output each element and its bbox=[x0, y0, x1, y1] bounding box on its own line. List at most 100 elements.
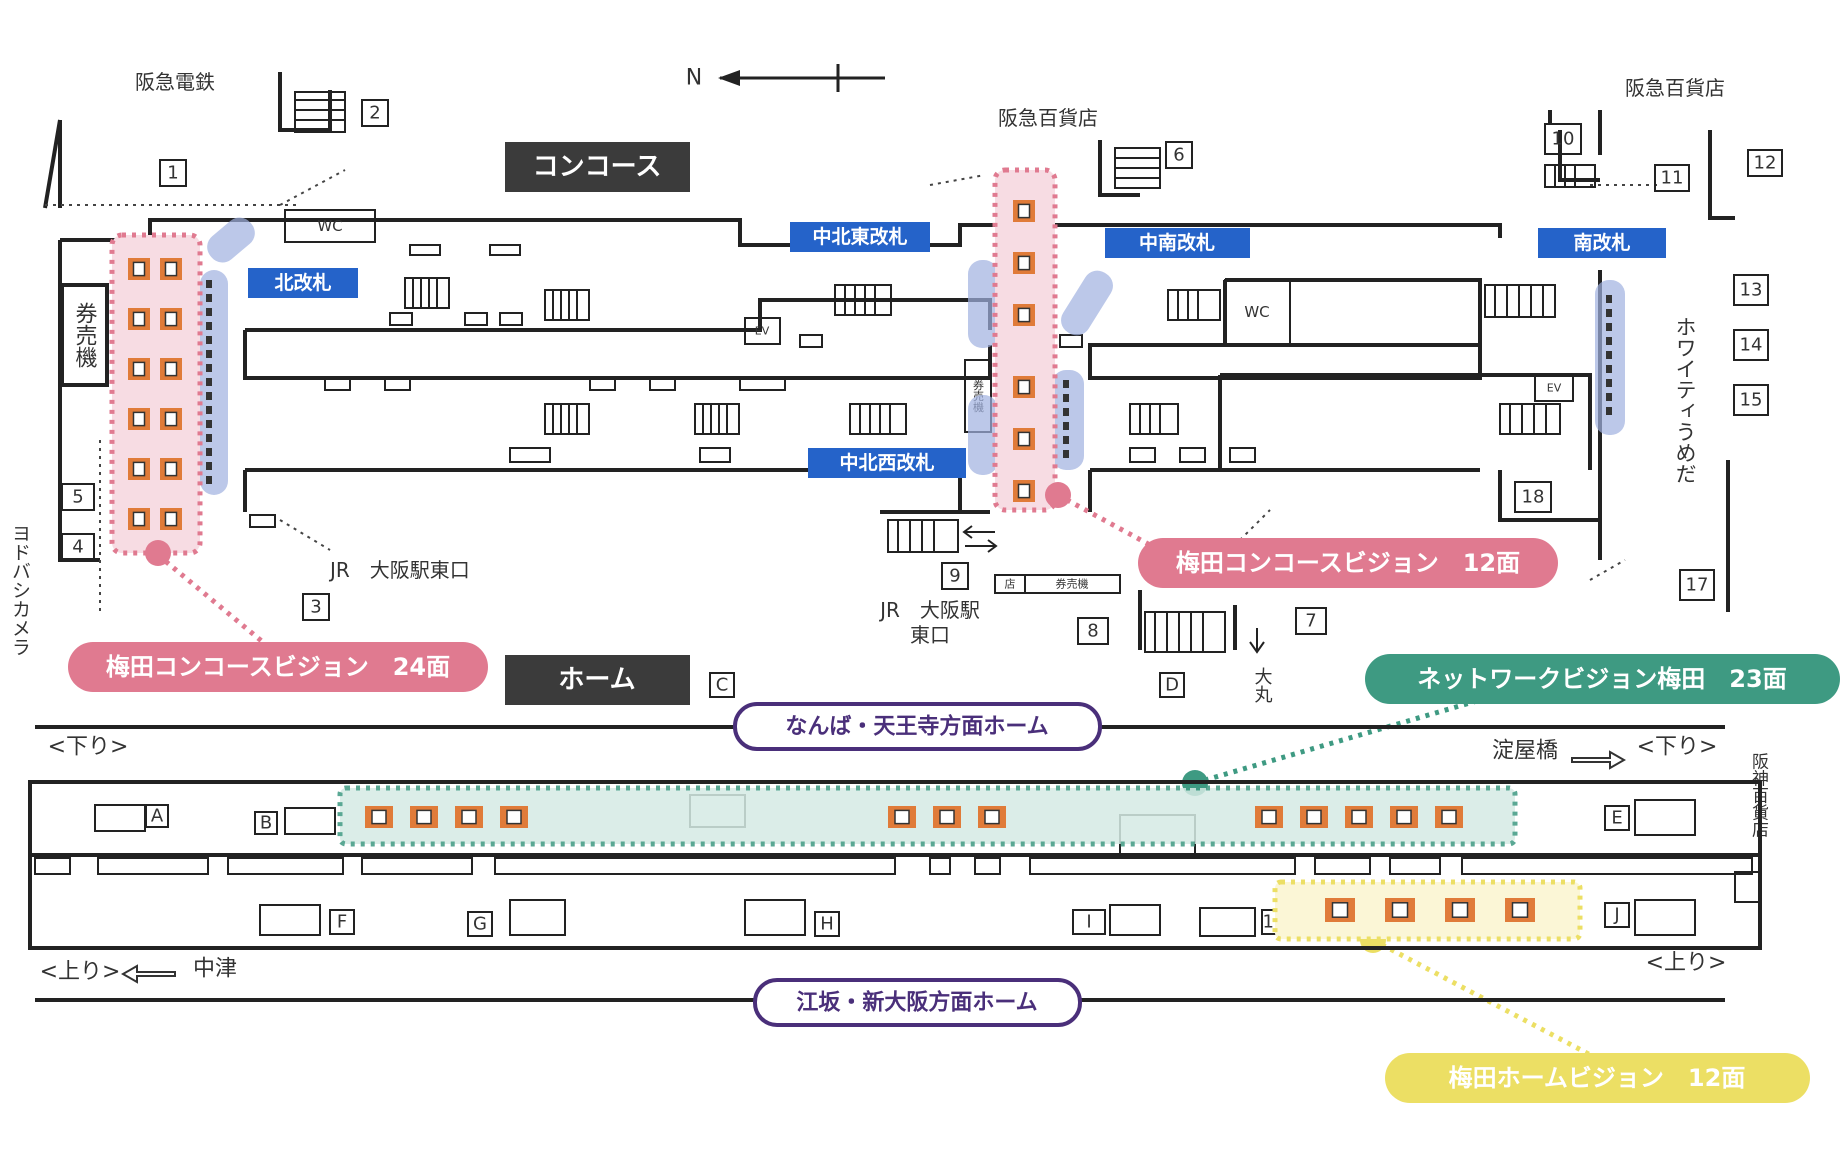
yodoyabashi-label: 淀屋橋 bbox=[1492, 739, 1558, 764]
stair-4 bbox=[694, 403, 740, 435]
legend-home-12: 梅田ホームビジョン 12面 bbox=[1385, 1053, 1810, 1103]
network-screen-frame bbox=[506, 809, 522, 825]
svg-text:中南改札: 中南改札 bbox=[1139, 231, 1215, 254]
stair-3 bbox=[544, 403, 590, 435]
network-screen-frame bbox=[1351, 809, 1367, 825]
home-screen-frame bbox=[1451, 902, 1469, 918]
concourse-vision-12-screens bbox=[1013, 200, 1035, 502]
yodobashi-label: ヨドバシカメラ bbox=[9, 524, 31, 657]
concourse-screen-frame bbox=[1017, 483, 1031, 499]
svg-text:B: B bbox=[260, 813, 272, 834]
svg-text:F: F bbox=[337, 912, 347, 933]
network-screen-frame bbox=[894, 809, 910, 825]
pillars bbox=[249, 244, 1256, 528]
direction-down-left: <下り> bbox=[48, 735, 129, 760]
network-vision-23-screens bbox=[365, 806, 1463, 828]
exit-5: 5 bbox=[61, 483, 95, 511]
facilities: WC WC EV EV 店 券売機 券売機 bbox=[284, 209, 1574, 594]
gate-naka-south: 中南改札 bbox=[1105, 228, 1250, 258]
svg-text:15: 15 bbox=[1740, 390, 1763, 411]
platform-exit-j: J bbox=[1604, 902, 1630, 928]
svg-text:C: C bbox=[716, 675, 729, 696]
gate-naka-north-west: 中北西改札 bbox=[808, 448, 966, 478]
nakatsu-label: 中津 bbox=[193, 957, 237, 982]
platform-exit-f: F bbox=[329, 909, 355, 935]
direction-arrows bbox=[962, 525, 1265, 654]
concourse-screen-frame bbox=[132, 361, 146, 377]
gate-south: 南改札 bbox=[1538, 228, 1666, 258]
stair-12 bbox=[1144, 611, 1226, 653]
concourse-screen-frame bbox=[132, 511, 146, 527]
svg-text:J: J bbox=[1613, 905, 1619, 926]
platform-title: ホーム bbox=[558, 665, 635, 695]
svg-text:9: 9 bbox=[949, 566, 960, 587]
hankyu-railway-label: 阪急電鉄 bbox=[135, 70, 215, 94]
wc-label-left: WC bbox=[317, 217, 342, 235]
network-screen-frame bbox=[984, 809, 1000, 825]
platform-lower-label: 江坂・新大阪方面ホーム bbox=[753, 978, 1082, 1027]
concourse-vision-24-screens bbox=[128, 258, 182, 530]
home-vision-12-zone bbox=[1272, 879, 1583, 942]
stair-2 bbox=[544, 289, 590, 321]
network-screen-frame bbox=[371, 809, 387, 825]
svg-text:18: 18 bbox=[1522, 487, 1545, 508]
svg-text:江坂・新大阪方面ホーム: 江坂・新大阪方面ホーム bbox=[796, 990, 1037, 1016]
svg-text:D: D bbox=[1165, 675, 1179, 696]
home-screen-frame bbox=[1511, 902, 1529, 918]
svg-text:北改札: 北改札 bbox=[274, 271, 331, 294]
direction-down-right: <下り> bbox=[1637, 735, 1718, 760]
platform-upper-label: なんば・天王寺方面ホーム bbox=[733, 702, 1102, 751]
concourse-vision-12-zone bbox=[992, 167, 1058, 513]
stair-7 bbox=[1129, 403, 1179, 435]
concourse-screen-frame bbox=[164, 261, 178, 277]
direction-up-left: <上り> bbox=[40, 960, 121, 985]
platform-exit-i: I bbox=[1072, 909, 1106, 935]
network-screen-frame bbox=[1306, 809, 1322, 825]
network-screen-frame bbox=[1261, 809, 1277, 825]
concourse-screen-frame bbox=[1017, 255, 1031, 271]
platform-directions: <下り> <下り> <上り> <上り> 淀屋橋 中津 bbox=[40, 735, 1727, 985]
exit-14: 14 bbox=[1733, 329, 1769, 361]
platform-header: ホーム bbox=[505, 655, 690, 705]
ticket-machine: 券売機 bbox=[60, 283, 109, 387]
wc-room-right bbox=[1224, 279, 1291, 346]
legend-network-23: ネットワークビジョン梅田 23面 bbox=[1365, 654, 1840, 704]
svg-text:南改札: 南改札 bbox=[1573, 231, 1630, 254]
network-screen-frame bbox=[416, 809, 432, 825]
north-compass: N bbox=[686, 64, 885, 92]
svg-text:梅田ホームビジョン 12面: 梅田ホームビジョン 12面 bbox=[1449, 1064, 1746, 1092]
svg-text:13: 13 bbox=[1740, 280, 1763, 301]
exit-13: 13 bbox=[1733, 274, 1769, 306]
gate-north: 北改札 bbox=[248, 268, 358, 298]
exit-12: 12 bbox=[1747, 149, 1783, 177]
svg-text:ネットワークビジョン梅田 23面: ネットワークビジョン梅田 23面 bbox=[1417, 665, 1786, 693]
compass-label: N bbox=[686, 66, 702, 91]
hankyu-dept-center-label: 阪急百貨店 bbox=[998, 106, 1098, 130]
svg-text:10: 10 bbox=[1552, 129, 1575, 150]
svg-text:5: 5 bbox=[72, 487, 83, 508]
daimaru-label: 大丸 bbox=[1252, 667, 1273, 703]
stair-6 bbox=[834, 284, 892, 316]
svg-text:H: H bbox=[820, 914, 834, 935]
stair-10 bbox=[1499, 403, 1561, 435]
network-vision-23-zone bbox=[337, 785, 1518, 847]
gate-ticks bbox=[206, 280, 1612, 485]
svg-text:G: G bbox=[473, 914, 487, 935]
gate-labels: 北改札 中北東改札 中北西改札 中南改札 南改札 bbox=[248, 222, 1666, 478]
svg-text:E: E bbox=[1611, 808, 1622, 829]
ev-label-right: EV bbox=[1547, 382, 1562, 395]
network-screen-frame bbox=[461, 809, 477, 825]
home-vision-12-screens bbox=[1325, 898, 1535, 922]
direction-up-right: <上り> bbox=[1646, 951, 1727, 976]
exit-6: 6 bbox=[1165, 141, 1193, 169]
platform-exit-c: C bbox=[709, 672, 735, 698]
jr-east-exit-left-label: JR 大阪駅東口 bbox=[328, 558, 470, 582]
svg-text:6: 6 bbox=[1173, 145, 1184, 166]
ticket-small-box bbox=[1024, 574, 1121, 594]
concourse-screen-frame bbox=[164, 311, 178, 327]
gate-naka-north-east: 中北東改札 bbox=[790, 222, 930, 252]
nakatsu-arrow bbox=[120, 964, 176, 984]
svg-text:14: 14 bbox=[1740, 335, 1763, 356]
platform-exit-b: B bbox=[254, 811, 278, 835]
stair-15 bbox=[1544, 164, 1596, 188]
